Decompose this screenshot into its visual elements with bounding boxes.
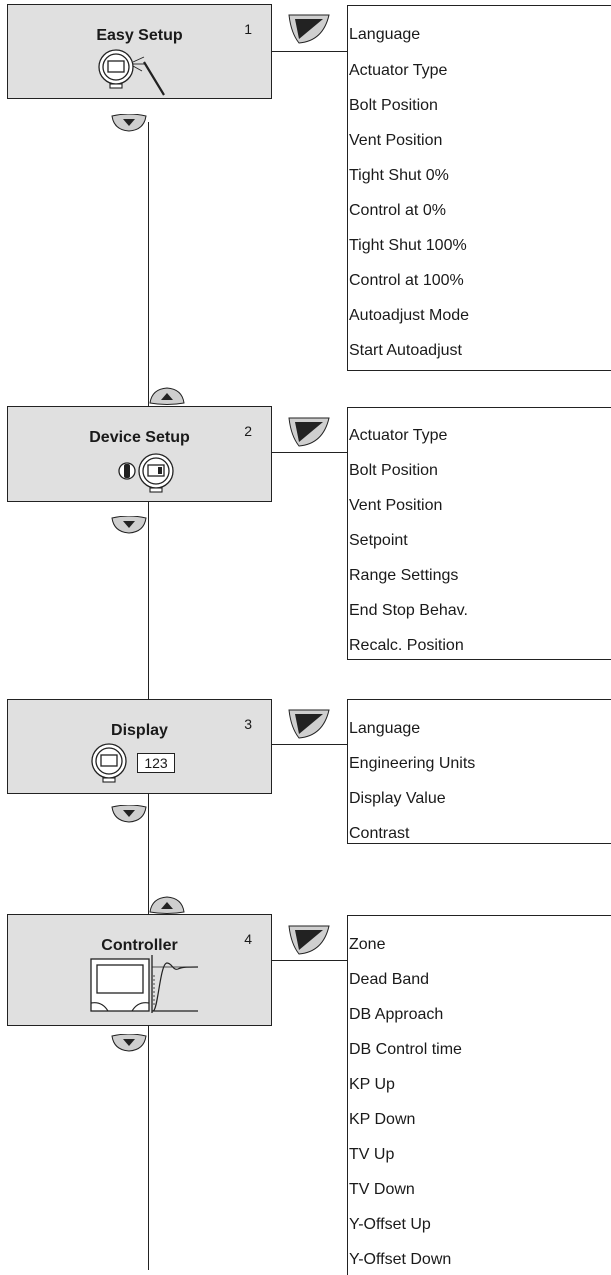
menu-item-recalc-position[interactable]: Recalc. Position	[349, 637, 464, 654]
menu-item-kp-up[interactable]: KP Up	[349, 1076, 395, 1093]
enter-button[interactable]	[287, 416, 331, 448]
up-arrow-button[interactable]	[149, 387, 185, 405]
menu-item-range-settings[interactable]: Range Settings	[349, 567, 459, 584]
menu-title: Controller	[101, 937, 178, 954]
controller-response-icon	[90, 955, 199, 1013]
menu-box-display[interactable]: Display 3 123	[7, 699, 272, 794]
down-arrow-button[interactable]	[111, 805, 147, 823]
menu-number: 4	[244, 931, 252, 947]
positioner-wand-icon	[98, 49, 165, 96]
connector-line	[272, 960, 347, 961]
menu-item-display-value[interactable]: Display Value	[349, 790, 446, 807]
menu-item-autoadjust-mode[interactable]: Autoadjust Mode	[349, 307, 470, 324]
menu-item-contrast[interactable]: Contrast	[349, 825, 410, 842]
menu-item-control-at-0[interactable]: Control at 0%	[349, 202, 446, 219]
up-arrow-button[interactable]	[149, 896, 185, 914]
positioner-display-icon	[91, 743, 127, 783]
enter-button[interactable]	[287, 13, 331, 45]
vertical-trunk-line	[148, 122, 149, 1270]
menu-item-zone[interactable]: Zone	[349, 936, 386, 953]
submenu-list-display: Language Engineering Units Display Value…	[347, 699, 611, 844]
menu-item-tight-shut-0[interactable]: Tight Shut 0%	[349, 167, 449, 184]
enter-button[interactable]	[287, 924, 331, 956]
connector-line	[272, 744, 347, 745]
positioner-switch-icon	[118, 453, 174, 493]
menu-item-engineering-units[interactable]: Engineering Units	[349, 755, 476, 772]
menu-box-easy-setup[interactable]: Easy Setup 1	[7, 4, 272, 99]
menu-item-setpoint[interactable]: Setpoint	[349, 532, 408, 549]
menu-item-vent-position[interactable]: Vent Position	[349, 132, 443, 149]
menu-item-kp-down[interactable]: KP Down	[349, 1111, 416, 1128]
menu-item-bolt-position[interactable]: Bolt Position	[349, 97, 438, 114]
menu-box-controller[interactable]: Controller 4	[7, 914, 272, 1026]
menu-item-tight-shut-100[interactable]: Tight Shut 100%	[349, 237, 467, 254]
menu-number: 2	[244, 423, 252, 439]
enter-button[interactable]	[287, 708, 331, 740]
menu-item-dead-band[interactable]: Dead Band	[349, 971, 430, 988]
menu-item-start-autoadjust[interactable]: Start Autoadjust	[349, 342, 462, 359]
menu-item-language[interactable]: Language	[349, 720, 421, 737]
menu-number: 1	[244, 21, 252, 37]
menu-item-tv-up[interactable]: TV Up	[349, 1146, 395, 1163]
menu-item-vent-position[interactable]: Vent Position	[349, 497, 443, 514]
menu-item-bolt-position[interactable]: Bolt Position	[349, 462, 438, 479]
menu-item-db-control-time[interactable]: DB Control time	[349, 1041, 462, 1058]
submenu-list-device-setup: Actuator Type Bolt Position Vent Positio…	[347, 407, 611, 660]
menu-number: 3	[244, 716, 252, 732]
menu-item-control-at-100[interactable]: Control at 100%	[349, 272, 464, 289]
display-value-box: 123	[137, 753, 175, 773]
down-arrow-button[interactable]	[111, 114, 147, 132]
connector-line	[272, 452, 347, 453]
connector-line	[272, 51, 347, 52]
menu-item-actuator-type[interactable]: Actuator Type	[349, 427, 448, 444]
submenu-list-controller: Zone Dead Band DB Approach DB Control ti…	[347, 915, 611, 1275]
menu-item-actuator-type[interactable]: Actuator Type	[349, 62, 448, 79]
menu-title: Easy Setup	[96, 27, 183, 44]
menu-box-device-setup[interactable]: Device Setup 2	[7, 406, 272, 502]
menu-title: Device Setup	[89, 429, 190, 446]
submenu-list-easy-setup: Language Actuator Type Bolt Position Ven…	[347, 5, 611, 371]
menu-item-y-offset-up[interactable]: Y-Offset Up	[349, 1216, 431, 1233]
down-arrow-button[interactable]	[111, 516, 147, 534]
menu-item-db-approach[interactable]: DB Approach	[349, 1006, 444, 1023]
menu-item-end-stop-behav[interactable]: End Stop Behav.	[349, 602, 468, 619]
menu-item-language[interactable]: Language	[349, 26, 421, 43]
menu-item-tv-down[interactable]: TV Down	[349, 1181, 415, 1198]
menu-title: Display	[111, 722, 168, 739]
menu-item-y-offset-down[interactable]: Y-Offset Down	[349, 1251, 452, 1268]
down-arrow-button[interactable]	[111, 1034, 147, 1052]
